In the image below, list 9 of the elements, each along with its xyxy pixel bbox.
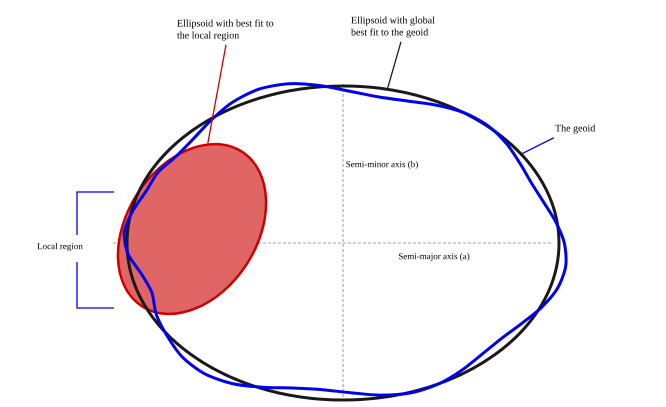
callout-text: The geoid [555,124,596,134]
callout-text: Ellipsoid with best fit to the local region [177,19,274,41]
region-label: Local region [37,242,83,252]
leader-line [207,44,227,144]
axis-label: Semi-major axis (a) [398,252,470,262]
callout-text: Ellipsoid with global best fit to the geoid [351,16,435,38]
leader-line [387,42,402,88]
leader-line [520,137,554,155]
axis-label: Semi-minor axis (b) [346,160,418,170]
